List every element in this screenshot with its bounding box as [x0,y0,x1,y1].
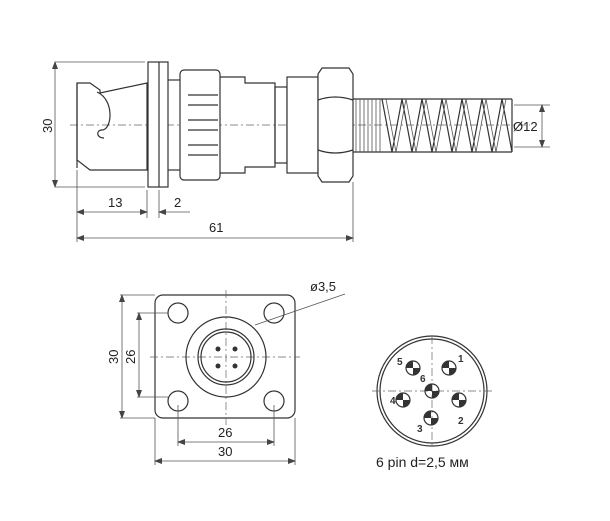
dim-height-label: 30 [40,119,55,133]
side-view: 30 13 2 61 Ø12 [40,61,550,242]
pin-6 [424,383,440,399]
dim-hole-diameter-label: ø3,5 [310,279,336,294]
pin-label-2: 2 [458,416,464,427]
pin-4 [395,392,411,408]
bayonet-slot [96,91,111,139]
dim-cable-diameter-label: Ø12 [513,119,538,134]
pin-label-3: 3 [417,424,423,435]
pins [395,360,467,426]
front-view: 30 26 26 30 ø3,5 [106,279,346,465]
connector-head [76,82,148,171]
hex-nut [317,67,354,183]
pin-label-4: 4 [390,396,396,407]
pin-2 [451,392,467,408]
pin-label-6: 6 [420,374,426,385]
dim-front-width-label: 30 [218,444,232,459]
dim-body-label: 13 [108,195,122,210]
dim-hole-spacing-v-label: 26 [123,350,138,364]
dim-flange-label: 2 [174,195,181,210]
pin-1 [441,360,457,376]
pin-label-5: 5 [397,357,403,368]
pinout-view: 1 2 3 4 5 6 6 pin d=2,5 мм [372,335,492,470]
flange [147,61,169,188]
dim-hole-spacing-h-label: 26 [218,425,232,440]
pin-label-1: 1 [458,354,464,365]
mounting-flange [154,294,296,419]
pinout-caption: 6 pin d=2,5 мм [376,454,469,470]
dim-length-label: 61 [209,220,223,235]
cable-spring [353,98,513,153]
pin-3 [423,410,439,426]
dim-front-height-label: 30 [106,350,121,364]
pin-5 [405,360,421,376]
knurled-nut [179,69,221,181]
collar [286,76,319,174]
